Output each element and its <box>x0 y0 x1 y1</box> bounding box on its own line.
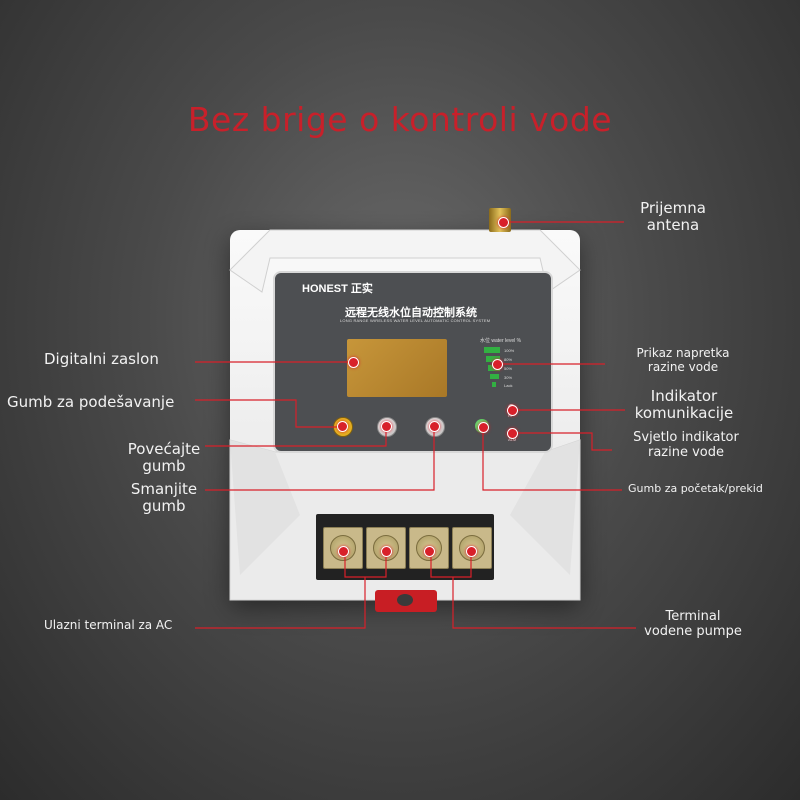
level-label: 30% <box>504 375 513 380</box>
callout-dot <box>498 217 509 228</box>
level-bar-30 <box>490 374 499 379</box>
callout-dot <box>338 546 349 557</box>
level-label: Lack <box>504 383 513 388</box>
screw-icon <box>459 535 485 561</box>
label-ac-input: Ulazni terminal za AC <box>44 618 173 632</box>
label-level-light: Svjetlo indikator razine vode <box>633 430 739 460</box>
callout-dot <box>381 546 392 557</box>
brand-logo: HONEST 正实 <box>302 283 373 295</box>
callout-dot <box>492 359 503 370</box>
device-title-en: LONG RANGE WIRELESS WATER LEVEL AUTOMATI… <box>340 318 491 323</box>
screw-icon <box>373 535 399 561</box>
level-label: 50% <box>504 366 513 371</box>
page-title: Bez brige o kontroli vode <box>187 100 613 139</box>
mounting-hole <box>397 594 413 606</box>
callout-dot <box>424 546 435 557</box>
label-start-stop: Gumb za početak/prekid <box>628 482 763 495</box>
callout-dot <box>381 421 392 432</box>
label-pump-terminal: Terminal vodene pumpe <box>644 609 742 639</box>
level-header: 水位 water level % <box>480 338 522 344</box>
callout-dot <box>507 405 518 416</box>
callout-dot <box>429 421 440 432</box>
label-settings-button: Gumb za podešavanje <box>7 393 175 411</box>
led-label: ALM <box>508 437 517 442</box>
level-bar-lack <box>492 382 496 387</box>
callout-dot <box>507 428 518 439</box>
level-bar-100 <box>484 347 500 353</box>
level-bar-80 <box>486 356 500 362</box>
label-decrease-button: Smanjite gumb <box>130 480 198 516</box>
callout-dot <box>337 421 348 432</box>
label-antenna: Prijemna antena <box>640 199 706 235</box>
label-display: Digitalni zaslon <box>44 350 159 368</box>
label-comm-indicator: Indikator komunikacije <box>634 387 734 423</box>
level-label: 100% <box>504 348 515 353</box>
callout-dot <box>348 357 359 368</box>
callout-dot <box>466 546 477 557</box>
device-title-cn: 远程无线水位自动控制系统 <box>345 306 477 319</box>
level-label: 80% <box>504 357 513 362</box>
label-increase-button: Povećajte gumb <box>127 440 201 476</box>
callout-dot <box>478 422 489 433</box>
label-level-progress: Prikaz napretka razine vode <box>636 346 730 374</box>
digital-display <box>347 339 447 397</box>
